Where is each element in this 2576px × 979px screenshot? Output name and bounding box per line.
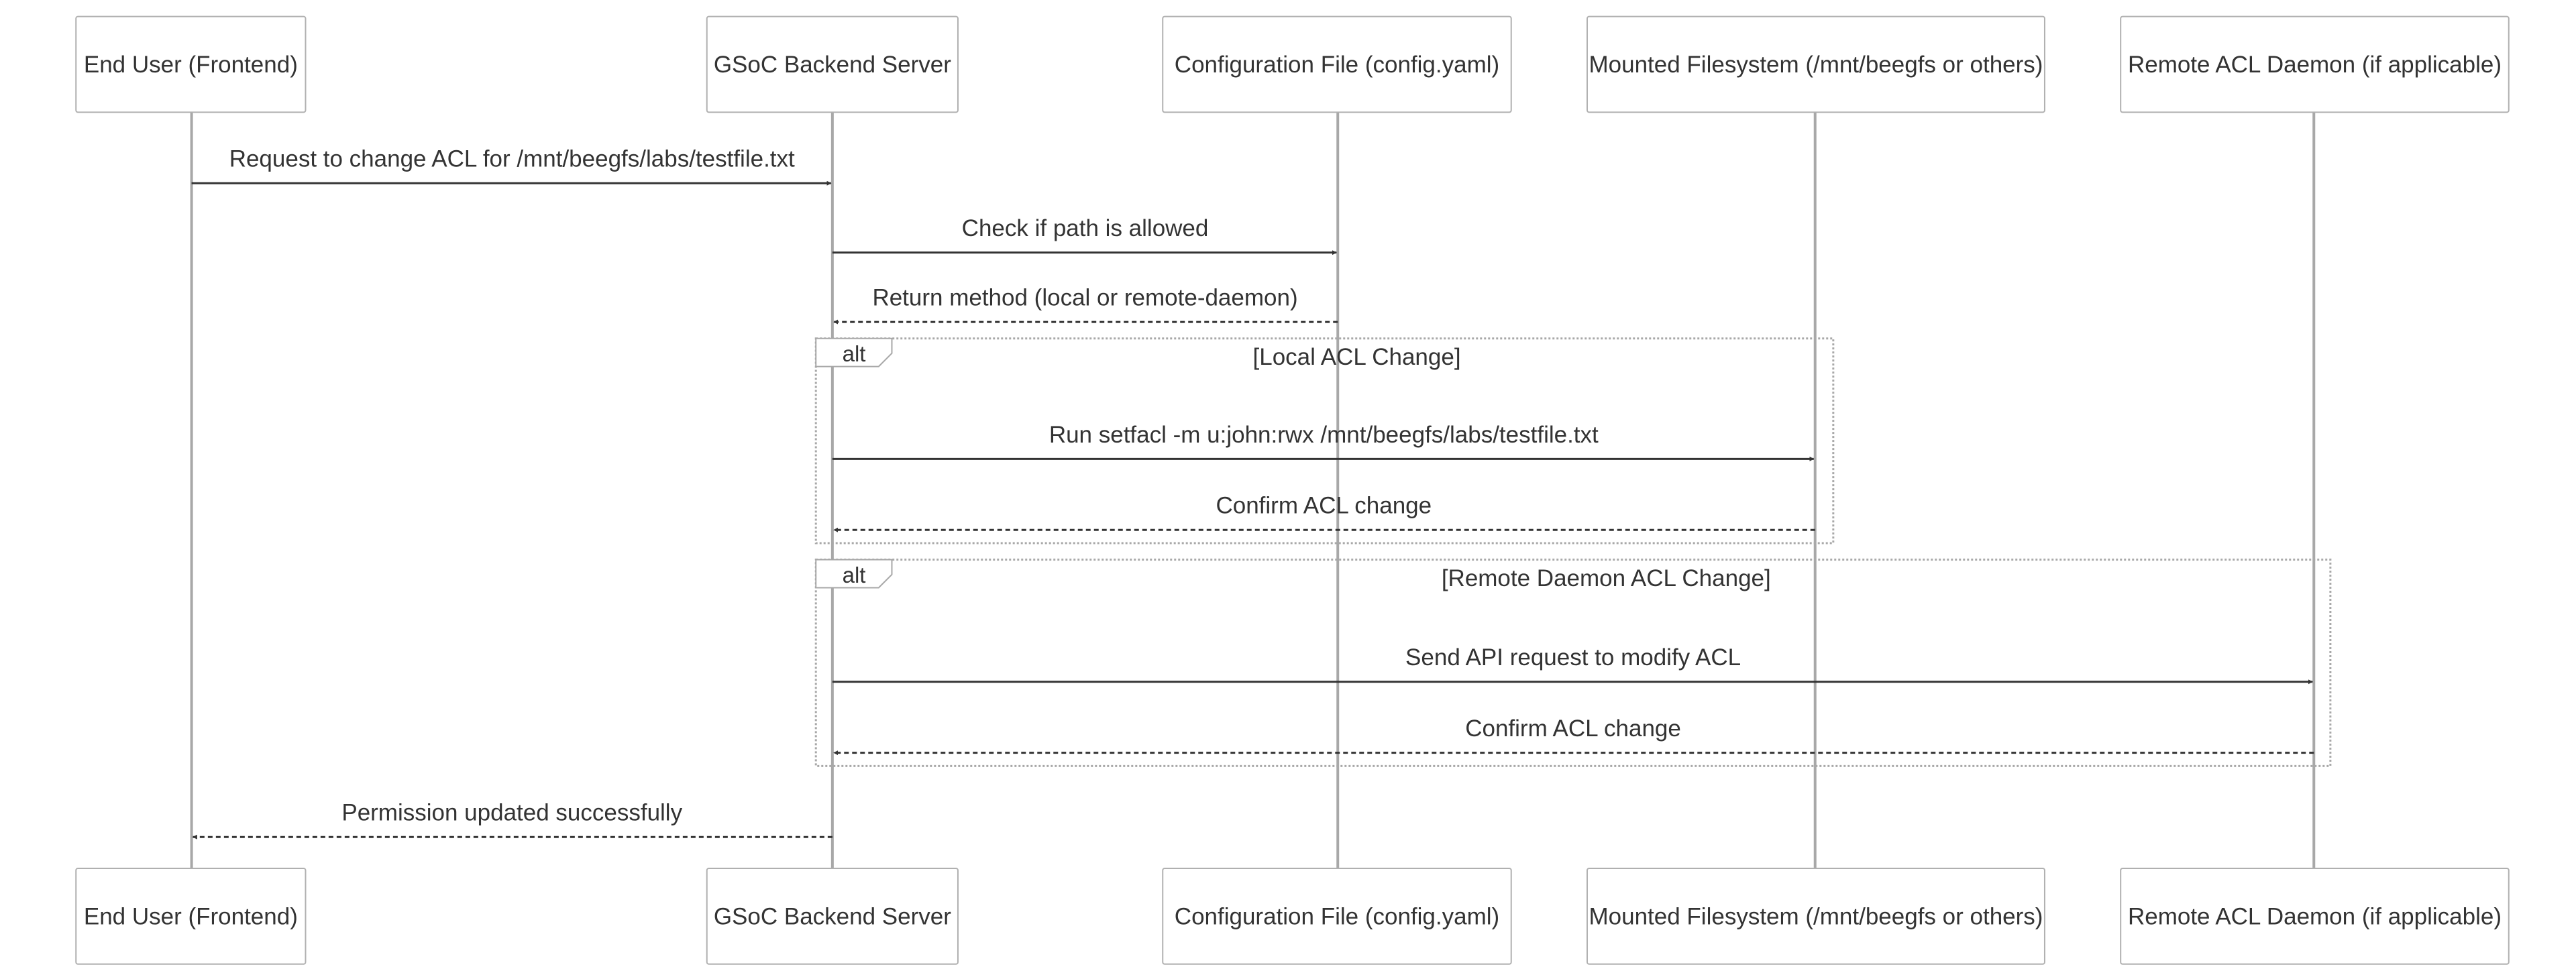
message-3: Return method (local or remote-daemon) — [833, 284, 1338, 325]
actor-label: Configuration File (config.yaml) — [1175, 52, 1499, 78]
actor-bottom-user: End User (Frontend) — [75, 868, 307, 965]
actor-bottom-daemon: Remote ACL Daemon (if applicable) — [2120, 868, 2510, 965]
actor-box — [2120, 868, 2510, 965]
message-label: Return method (local or remote-daemon) — [872, 284, 1297, 310]
alt-frame-border — [814, 337, 1835, 544]
actor-top-user: End User (Frontend) — [75, 15, 307, 113]
message-label: Confirm ACL change — [1216, 493, 1432, 519]
actor-label: GSoC Backend Server — [714, 903, 951, 929]
messages: Request to change ACL for /mnt/beegfs/la… — [191, 146, 2314, 840]
alt-frame: alt [Local ACL Change] — [814, 337, 1835, 544]
actor-top-fs: Mounted Filesystem (/mnt/beegfs or other… — [1586, 15, 2045, 113]
alt-frames: alt [Local ACL Change] alt [Remote Daemon A… — [814, 337, 2332, 767]
actor-box — [706, 15, 959, 113]
actor-top-config: Configuration File (config.yaml) — [1162, 15, 1512, 113]
message-label: Request to change ACL for /mnt/beegfs/la… — [229, 146, 795, 172]
actor-box — [2120, 15, 2510, 113]
message-1: Request to change ACL for /mnt/beegfs/la… — [191, 146, 832, 186]
actor-label: Remote ACL Daemon (if applicable) — [2128, 903, 2502, 929]
message-2: Check if path is allowed — [832, 215, 1337, 255]
alt-frame-condition: [Local ACL Change] — [1253, 344, 1461, 370]
alt-frame-tab — [815, 337, 893, 367]
actor-box — [1586, 868, 2045, 965]
message-6: Send API request to modify ACL — [832, 644, 2313, 685]
actor-box — [706, 868, 959, 965]
actor-label: Mounted Filesystem (/mnt/beegfs or other… — [1589, 52, 2043, 78]
message-label: Permission updated successfully — [341, 800, 682, 826]
message-4: Run setfacl -m u:john:rwx /mnt/beegfs/la… — [832, 422, 1815, 461]
alt-frame: alt [Remote Daemon ACL Change] — [814, 559, 2332, 767]
alt-frame-condition: [Remote Daemon ACL Change] — [1442, 565, 1771, 591]
actor-box — [1162, 868, 1512, 965]
actor-top-backend: GSoC Backend Server — [706, 15, 959, 113]
actor-bottom-fs: Mounted Filesystem (/mnt/beegfs or other… — [1586, 868, 2045, 965]
alt-frame-border — [814, 559, 2332, 767]
lifelines — [190, 112, 2316, 869]
message-7: Confirm ACL change — [833, 715, 2314, 756]
alt-frame-keyword: alt — [843, 341, 866, 366]
message-label: Send API request to modify ACL — [1405, 644, 1741, 671]
actor-box — [75, 15, 307, 113]
actor-bottom-backend: GSoC Backend Server — [706, 868, 959, 965]
alt-frame-tab — [815, 559, 893, 589]
actor-box — [1162, 15, 1512, 113]
message-label: Check if path is allowed — [962, 215, 1209, 241]
alt-frame-keyword: alt — [843, 563, 866, 587]
actor-label: Mounted Filesystem (/mnt/beegfs or other… — [1589, 903, 2043, 929]
message-label: Confirm ACL change — [1465, 715, 1681, 742]
actor-label: GSoC Backend Server — [714, 52, 951, 78]
message-5: Confirm ACL change — [833, 493, 1815, 532]
actor-box — [75, 868, 307, 965]
actor-label: End User (Frontend) — [84, 903, 298, 929]
message-label: Run setfacl -m u:john:rwx /mnt/beegfs/la… — [1049, 422, 1599, 448]
actor-box — [1586, 15, 2045, 113]
actor-label: Configuration File (config.yaml) — [1175, 903, 1499, 929]
actor-top-daemon: Remote ACL Daemon (if applicable) — [2120, 15, 2510, 113]
actor-label: Remote ACL Daemon (if applicable) — [2128, 52, 2502, 78]
message-8: Permission updated successfully — [192, 800, 833, 840]
actor-bottom-config: Configuration File (config.yaml) — [1162, 868, 1512, 965]
actor-label: End User (Frontend) — [84, 52, 298, 78]
